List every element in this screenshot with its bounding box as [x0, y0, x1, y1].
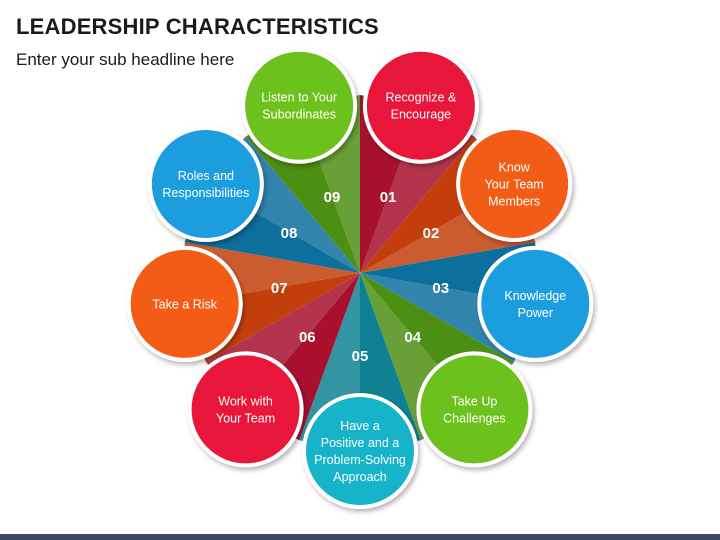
circle-01	[362, 47, 479, 164]
page-subtitle: Enter your sub headline here	[16, 50, 235, 69]
step-number-02: 02	[423, 225, 440, 242]
circle-label-07: Take a Risk	[152, 297, 217, 311]
circle-05	[302, 393, 418, 509]
circle-04	[416, 351, 533, 468]
step-number-09: 09	[324, 189, 341, 206]
step-number-06: 06	[299, 329, 316, 346]
step-number-04: 04	[404, 329, 421, 346]
circle-03	[477, 245, 594, 362]
step-number-05: 05	[352, 348, 369, 365]
footer-bar	[0, 534, 720, 540]
circle-06	[187, 351, 304, 468]
circle-09	[241, 47, 358, 164]
step-number-01: 01	[380, 189, 397, 206]
step-number-03: 03	[432, 280, 449, 297]
circle-07	[126, 245, 243, 362]
circle-08	[147, 126, 264, 242]
step-number-08: 08	[281, 225, 298, 242]
step-number-07: 07	[271, 280, 288, 297]
circle-02	[456, 126, 573, 242]
page-title: LEADERSHIP CHARACTERISTICS	[16, 14, 379, 39]
circle-label-01: Recognize &Encourage	[385, 91, 457, 122]
